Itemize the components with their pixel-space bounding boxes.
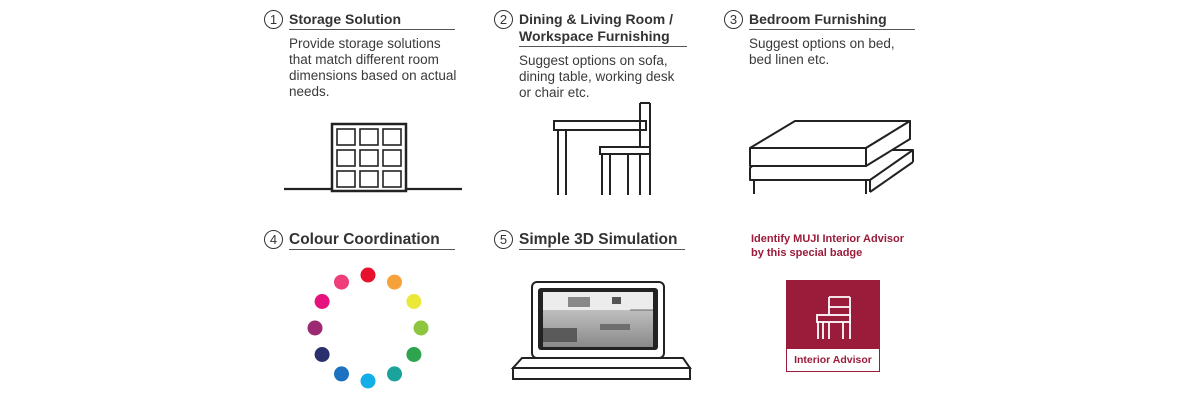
colour-dot [360,267,376,283]
colour-dot [307,320,323,336]
item-storage-solution: 1 Storage Solution Provide storage solut… [264,10,469,100]
chair-icon [816,296,851,339]
item-bedroom-furnishing: 3 Bedroom Furnishing Suggest options on … [724,10,929,68]
colour-dot [314,347,330,362]
item-title: Colour Coordination [289,231,455,250]
number-badge: 2 [494,10,513,29]
item-title: Storage Solution [289,11,455,30]
colour-dot [387,366,402,382]
interior-advisor-badge: Interior Advisor [786,280,880,372]
item-colour-coordination: 4 Colour Coordination [264,230,455,250]
item-description: Provide storage solutions that match dif… [289,36,457,99]
colour-dot [413,320,429,336]
number-badge: 3 [724,10,743,29]
item-description: Suggest options on sofa, dining table, w… [519,53,675,100]
item-dining-workspace: 2 Dining & Living Room / Workspace Furni… [494,10,699,101]
colour-dot [387,274,402,290]
item-title: Dining & Living Room / Workspace Furnish… [519,11,687,47]
item-title: Simple 3D Simulation [519,231,685,250]
number-badge: 1 [264,10,283,29]
badge-label: Interior Advisor [787,349,879,371]
item-3d-simulation: 5 Simple 3D Simulation [494,230,685,250]
colour-dot [334,366,349,382]
colour-dot [314,294,330,309]
item-description: Suggest options on bed, bed linen etc. [749,36,895,67]
colour-dot [360,373,376,389]
item-title: Bedroom Furnishing [749,11,915,30]
colour-dot [334,274,349,290]
number-badge: 4 [264,230,283,249]
number-badge: 5 [494,230,513,249]
badge-caption: Identify MUJI Interior Advisor by this s… [751,233,905,259]
colour-dot [406,294,422,309]
colour-dot [406,347,422,362]
